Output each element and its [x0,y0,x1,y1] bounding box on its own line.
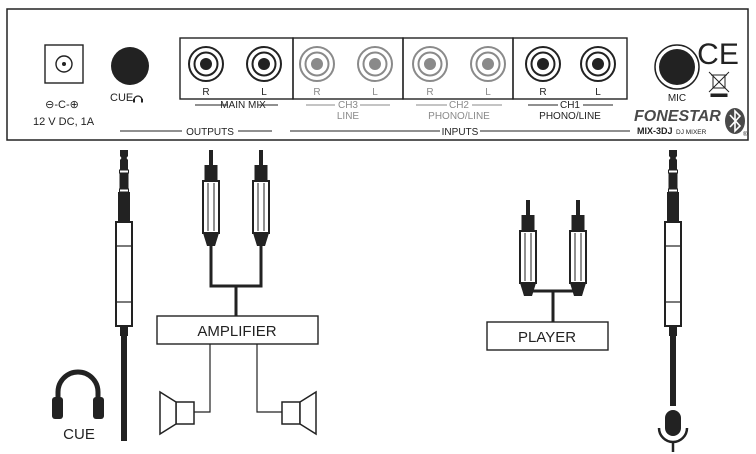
ch1-label: CH1 [560,100,580,111]
right-speaker-icon [281,390,317,436]
bluetooth-icon [725,108,745,134]
amplifier-label: AMPLIFIER [197,323,276,340]
main-mix-r-jack [188,46,224,82]
ch1-frame [512,37,628,100]
right-speaker-wire [256,344,282,413]
cue-jack-label: CUE [110,92,133,104]
headphone-mini-icon [133,95,143,101]
model-sub-label: DJ MIXER [676,129,707,136]
ch2-label: CH2 [449,100,469,111]
player-label: PLAYER [518,329,576,346]
outputs-label: OUTPUTS [186,127,234,138]
mic-jack [659,49,695,85]
ce-mark: CE [697,38,739,71]
main-mix-l-rca-plug [252,149,270,247]
headphones-icon [52,369,104,419]
mic-jack-label: MIC [668,93,686,104]
ch3-r-label: R [313,87,320,98]
left-speaker-icon [159,390,195,436]
main-mix-r-rca-plug [202,149,220,247]
player-cable [526,289,580,322]
amplifier-cable [209,246,263,316]
ch2-sub-label: PHONO/LINE [428,111,490,122]
amplifier-box [156,315,319,345]
cue-cable [121,336,127,441]
main-mix-l-label: L [261,87,267,98]
ch3-l-label: L [372,87,378,98]
model-label: MIX-3DJ [637,126,673,136]
mic-trs-plug [664,149,682,337]
cue-trs-plug [115,149,133,337]
ch1-r-jack [525,46,561,82]
main-mix-l-jack [246,46,282,82]
inputs-label: INPUTS [442,127,479,138]
power-jack [44,44,84,84]
ch3-l-jack [357,46,393,82]
mic-cable [670,336,676,406]
main-mix-r-label: R [202,87,209,98]
ch1-l-jack [580,46,616,82]
ch3-sub-label: LINE [337,111,360,122]
ch2-r-label: R [426,87,433,98]
ch1-r-label: R [539,87,546,98]
ch2-l-jack [470,46,506,82]
power-polarity-label: ⊖-C-⊕ [45,99,79,111]
ch3-label: CH3 [338,100,358,111]
microphone-icon [657,410,689,452]
weee-bin-icon [708,71,730,97]
brand-logo: FONESTAR [634,108,721,125]
main-mix-label: MAIN MIX [220,100,266,111]
ch1-l-rca-plug [569,199,587,297]
cue-headphone-label: CUE [63,426,95,443]
ch2-l-label: L [485,87,491,98]
ch2-r-jack [412,46,448,82]
ch3-r-jack [299,46,335,82]
registered-mark: ® [743,131,748,138]
ch1-l-label: L [595,87,601,98]
ch1-r-rca-plug [519,199,537,297]
cue-jack [111,47,149,85]
ch1-sub-label: PHONO/LINE [539,111,601,122]
player-box [486,321,609,351]
left-speaker-wire [194,344,211,413]
power-label: 12 V DC, 1A [33,116,95,128]
